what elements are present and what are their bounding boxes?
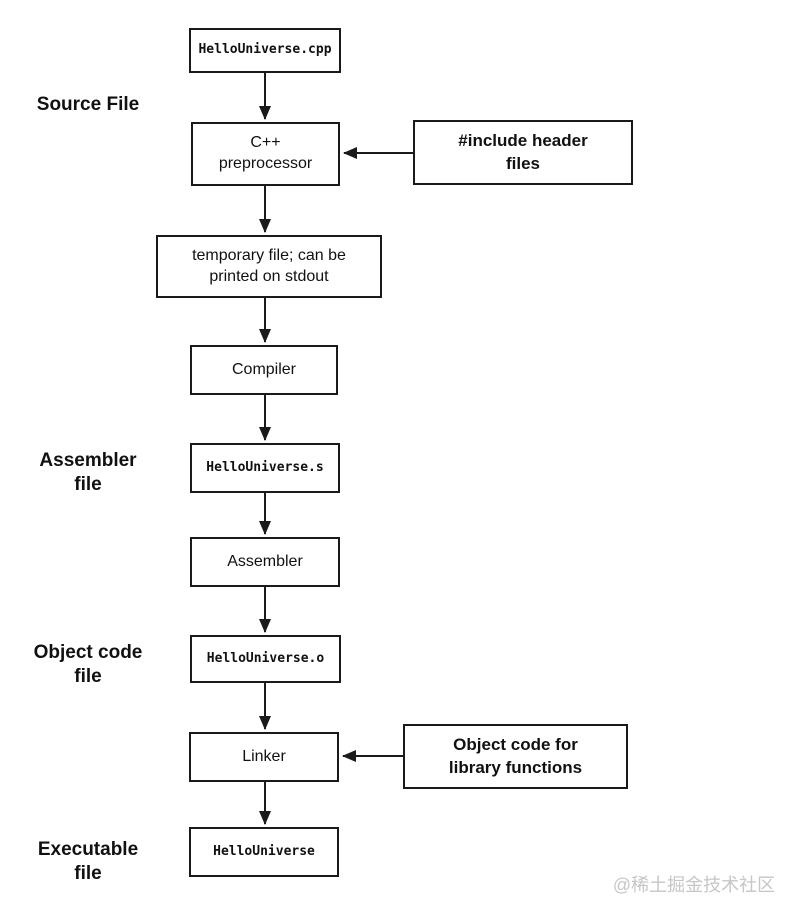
stage-label-executable-file: Executable file [37,839,139,885]
node-linker-box: Linker [189,732,339,782]
stage-label-object-code-file: Object code file [33,642,143,688]
node-cpp-preprocessor-box: C++ preprocessor [191,122,340,186]
node-assembler-box: Assembler [190,537,340,587]
node-source-file-box: HelloUniverse.cpp [189,28,341,73]
node-temporary-file-box: temporary file; can be printed on stdout [156,235,382,298]
node-library-objects-box: Object code for library functions [403,724,628,789]
stage-label-source-file: Source File [36,94,140,115]
node-compiler-box: Compiler [190,345,338,395]
node-executable-box: HelloUniverse [189,827,339,877]
node-assembler-file-box: HelloUniverse.s [190,443,340,493]
node-include-headers-box: #include header files [413,120,633,185]
node-object-file-box: HelloUniverse.o [190,635,341,683]
stage-label-assembler-file: Assembler file [39,450,137,496]
watermark-text: @稀土掘金技术社区 [612,875,776,895]
